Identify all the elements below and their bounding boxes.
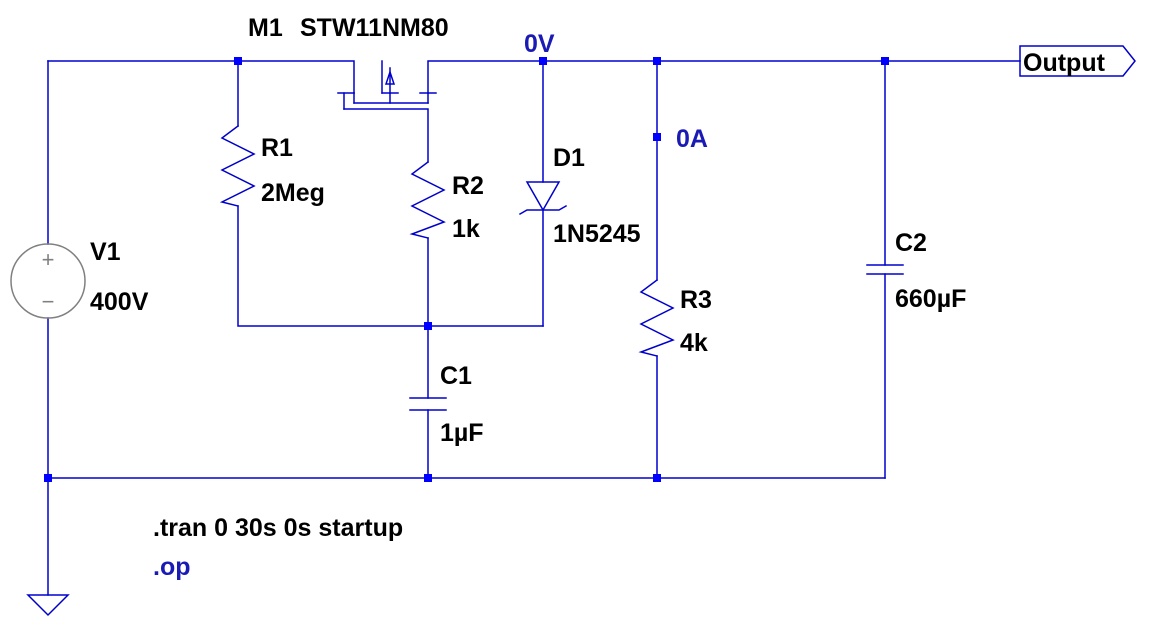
zener-diode-d1[interactable] <box>518 181 568 216</box>
junction-dot <box>653 57 661 65</box>
output-port[interactable]: Output <box>1019 45 1136 77</box>
c1-ref-label: C1 <box>440 362 472 390</box>
wire-gate <box>343 108 429 163</box>
minus-sign: − <box>42 289 55 314</box>
junction-dot <box>881 57 889 65</box>
wire-top-left <box>47 60 355 94</box>
resistor-r1[interactable] <box>219 124 256 207</box>
capacitor-c1[interactable] <box>409 397 447 411</box>
junction-dot <box>539 57 547 65</box>
c1-value-label: 1µF <box>440 419 484 447</box>
resistor-r3[interactable] <box>638 278 675 357</box>
c2-value-label: 660µF <box>895 285 966 313</box>
v1-ref-label: V1 <box>90 238 121 266</box>
capacitor-c2[interactable] <box>866 264 904 275</box>
op-directive[interactable]: .op <box>153 553 191 581</box>
r1-ref-label: R1 <box>261 134 293 162</box>
d1-value-label: 1N5245 <box>553 220 641 248</box>
voltage-source-v1[interactable]: + − <box>10 243 86 319</box>
d1-ref-label: D1 <box>553 144 585 172</box>
junctions <box>44 57 889 482</box>
mosfet-m1[interactable] <box>337 60 437 110</box>
r2-ref-label: R2 <box>452 172 484 200</box>
r1-value-label: 2Meg <box>261 179 325 207</box>
wire-r1-bottom <box>237 205 544 327</box>
v1-value-label: 400V <box>90 288 149 316</box>
voltage-probe-label: 0V <box>524 30 555 58</box>
current-probe-label: 0A <box>676 125 708 153</box>
r3-ref-label: R3 <box>680 286 712 314</box>
junction-dot <box>424 322 432 330</box>
junction-dot <box>653 474 661 482</box>
wire-top-right <box>427 60 1021 94</box>
resistor-r2[interactable] <box>409 160 446 239</box>
junction-dot <box>653 133 661 141</box>
plus-sign: + <box>42 247 55 272</box>
r3-value-label: 4k <box>680 329 708 357</box>
m1-ref-label: M1 <box>248 14 283 42</box>
r2-value-label: 1k <box>452 215 480 243</box>
m1-value-label: STW11NM80 <box>300 14 449 42</box>
c2-ref-label: C2 <box>895 229 927 257</box>
ground-icon <box>26 594 70 617</box>
tran-directive[interactable]: .tran 0 30s 0s startup <box>153 514 403 542</box>
junction-dot <box>234 57 242 65</box>
component-labels: M1 STW11NM80 R1 2Meg R2 1k D1 1N5245 R3 … <box>90 14 966 447</box>
junction-dot <box>424 474 432 482</box>
wires <box>47 60 1021 596</box>
output-label: Output <box>1023 49 1106 77</box>
junction-dot <box>44 474 52 482</box>
